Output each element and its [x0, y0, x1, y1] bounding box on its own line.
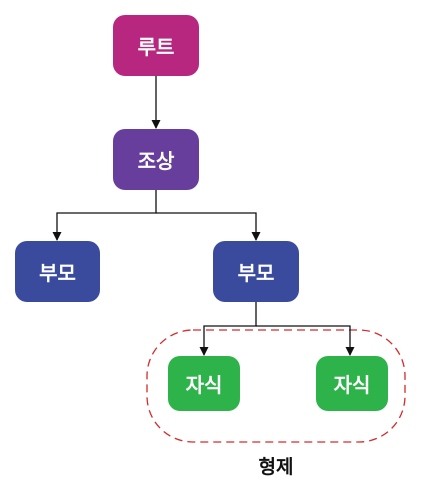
edge-ancestor-to-parents	[52, 189, 157, 241]
node-root: 루트	[113, 15, 199, 76]
node-child-right: 자식	[316, 356, 388, 411]
siblings-group-label: 형제	[258, 456, 294, 478]
node-ancestor: 조상	[113, 129, 199, 190]
edge-parent-to-child-right	[256, 325, 355, 356]
siblings-group-outline	[146, 329, 406, 443]
node-child-left: 자식	[168, 356, 240, 411]
edge-ancestor-to-parent-right	[156, 212, 261, 241]
edge-parent-to-child-left	[199, 302, 257, 356]
node-parent-right: 부모	[213, 241, 299, 302]
node-parent-left: 부모	[15, 241, 100, 302]
